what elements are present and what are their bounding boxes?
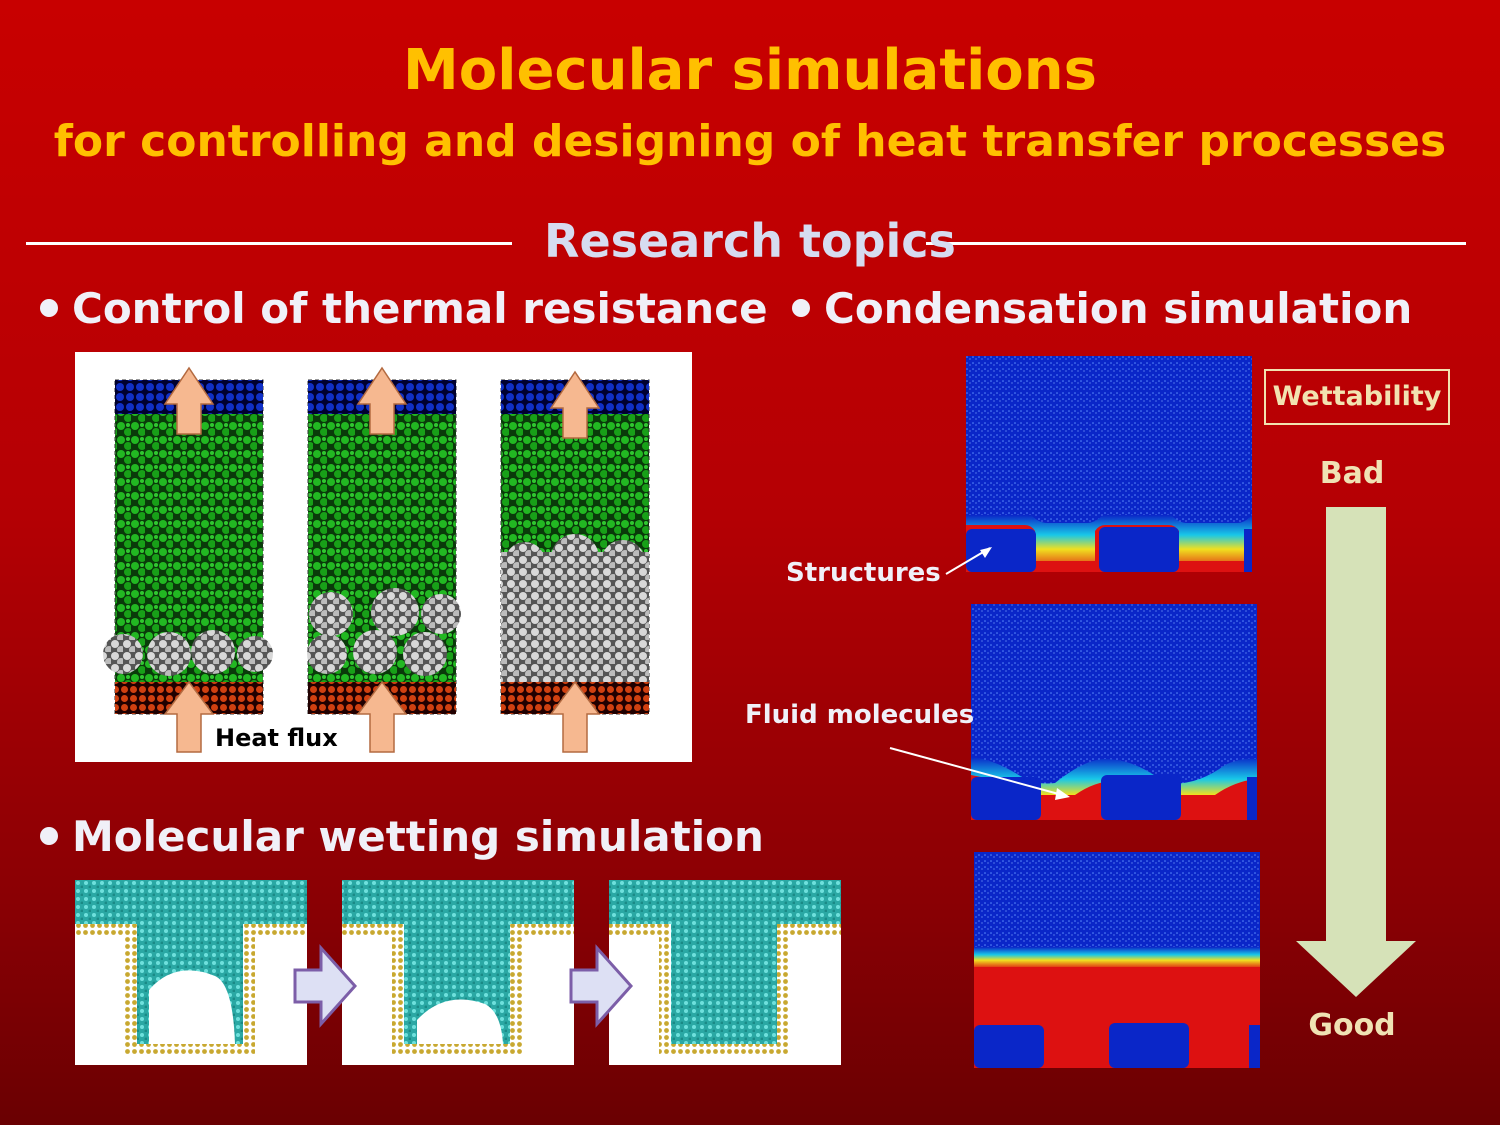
heat-flux-label: Heat flux: [215, 724, 338, 752]
heat-arrow-icon: [549, 680, 601, 753]
heading-rule-right: [926, 242, 1466, 245]
wetting-panel-3: [609, 880, 841, 1065]
heat-arrow-icon: [549, 370, 601, 439]
section-thermal-resistance: Control of thermal resistance: [40, 284, 768, 333]
condensation-bad-wettability: [966, 356, 1252, 572]
heat-arrow-icon: [163, 680, 215, 753]
heat-arrow-icon: [356, 680, 408, 753]
heat-arrow-icon: [163, 366, 215, 435]
thermal-simulation-image: [103, 366, 650, 753]
wetting-figure: [75, 880, 845, 1065]
heat-arrow-icon: [356, 366, 408, 435]
bullet-dot-icon: [40, 298, 58, 317]
heading-rule-left: [26, 242, 512, 245]
right-arrow-icon: [293, 944, 358, 1028]
condensation-figure: [965, 355, 1265, 1070]
thermal-column-2: [307, 379, 461, 715]
structures-label: Structures: [786, 558, 941, 588]
condensation-simulation-image: [966, 356, 1260, 1068]
page-subtitle: for controlling and designing of heat tr…: [53, 116, 1447, 167]
section-wetting: Molecular wetting simulation: [40, 812, 764, 861]
wetting-panel-2: [342, 880, 574, 1065]
wetting-panel-1: [75, 880, 307, 1065]
pointer-arrowhead-icon: [1055, 788, 1070, 800]
right-arrow-icon: [569, 944, 634, 1028]
research-heading: Research topics: [544, 214, 956, 268]
down-arrow-icon: [1296, 507, 1416, 997]
condensation-good-wettability: [974, 852, 1260, 1068]
thermal-resistance-figure: Heat flux: [75, 352, 692, 762]
fluid-molecules-label: Fluid molecules: [745, 700, 975, 730]
pointer-arrowhead-icon: [980, 547, 992, 558]
page-title: Molecular simulations: [403, 38, 1097, 103]
good-label: Good: [1308, 1008, 1396, 1043]
fluid-pointer: [889, 747, 1067, 797]
bullet-dot-icon: [792, 298, 810, 317]
thermal-column-1: [103, 379, 273, 715]
wettability-box: Wettability: [1264, 369, 1450, 425]
bad-label: Bad: [1319, 456, 1385, 491]
section-condensation: Condensation simulation: [792, 284, 1412, 333]
wetting-simulation-image: [75, 880, 841, 1065]
bullet-dot-icon: [40, 826, 58, 845]
